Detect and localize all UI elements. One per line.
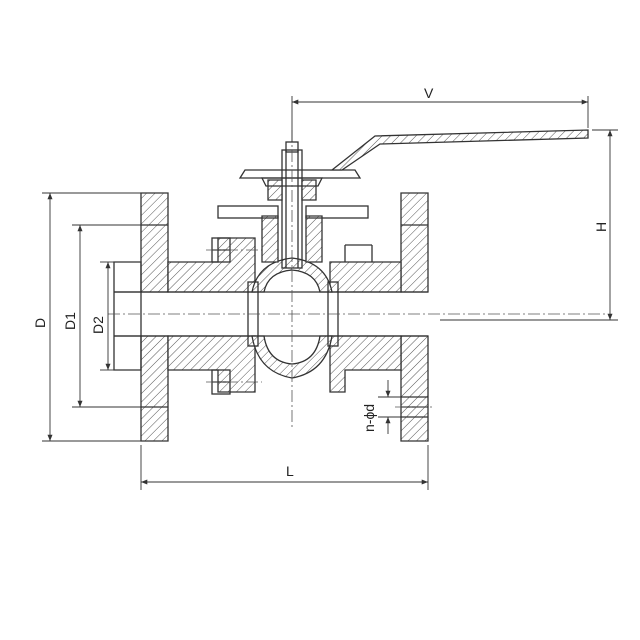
flow-bore [114, 291, 428, 337]
lever-handle [330, 129, 589, 171]
label-d2: D2 [90, 316, 106, 334]
dim-l: L [140, 445, 429, 490]
label-bolt-holes: n-ϕd [361, 404, 377, 432]
label-v: V [424, 85, 434, 101]
bonnet-stem [217, 130, 369, 430]
dim-d1: D1 [62, 224, 141, 408]
left-flange [113, 192, 169, 442]
dim-d2: D2 [90, 261, 114, 371]
label-d: D [32, 318, 48, 328]
dim-d: D [32, 192, 141, 442]
right-body [329, 244, 402, 393]
dim-bolt-holes: n-ϕd [361, 380, 401, 434]
left-body [167, 237, 262, 395]
right-flange [395, 192, 434, 442]
dim-h: H [440, 129, 618, 321]
label-h: H [593, 222, 609, 232]
dim-v: V [291, 85, 589, 142]
ball [247, 257, 339, 379]
label-l: L [286, 463, 294, 479]
label-d1: D1 [62, 312, 78, 330]
